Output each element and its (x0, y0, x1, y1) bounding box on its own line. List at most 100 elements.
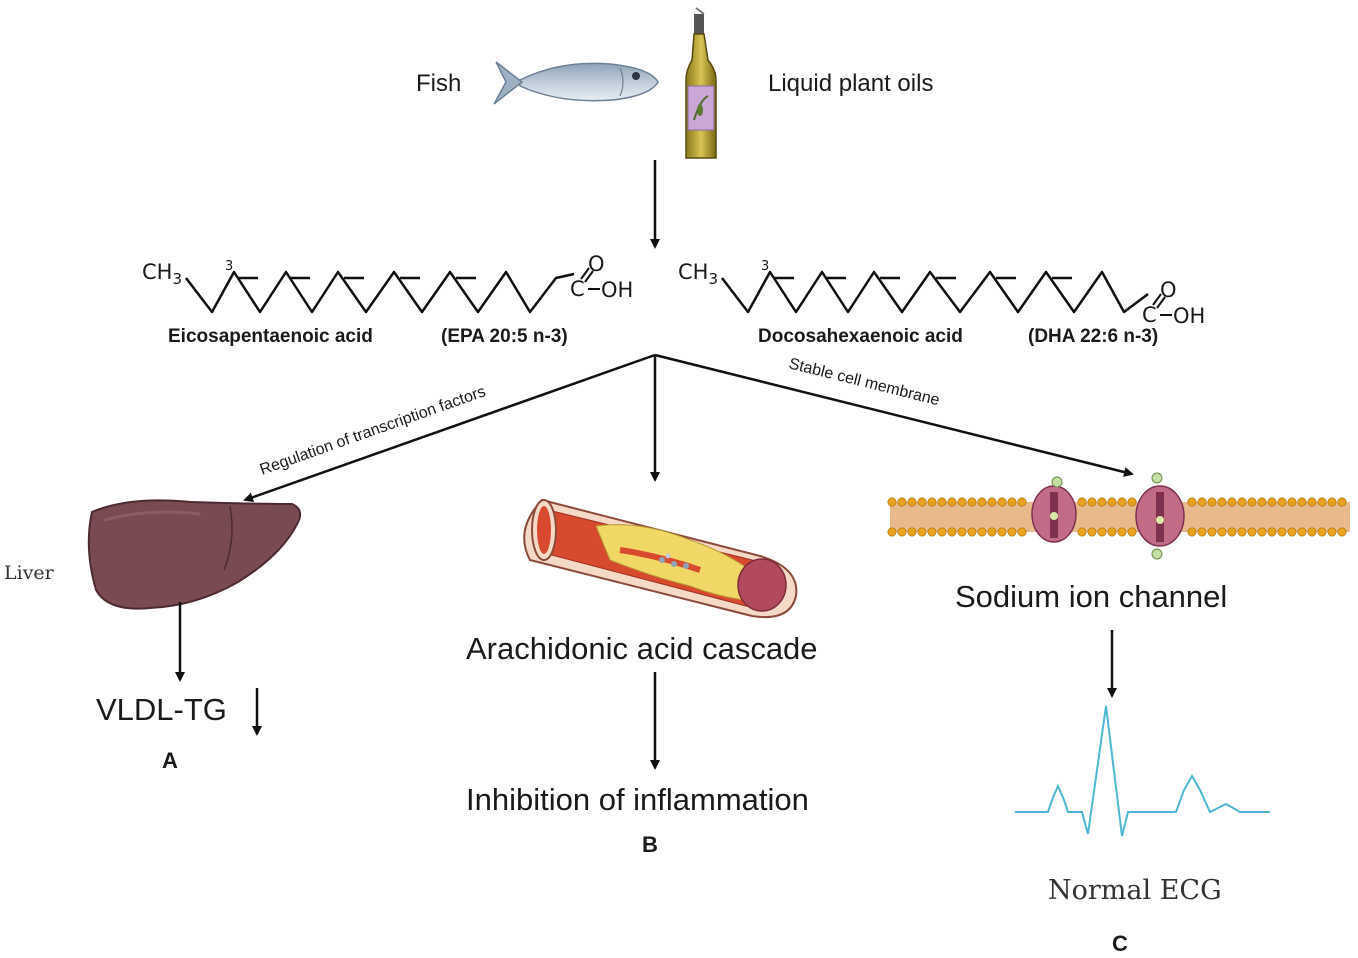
lipid-head (1197, 527, 1207, 537)
oil-bottle-icon (685, 7, 717, 159)
lipid-head (977, 497, 987, 507)
dha-name: Docosahexaenoic acid (758, 326, 963, 347)
lipid-head (917, 527, 927, 537)
lipid-head (1257, 497, 1267, 507)
dha-ch3: CH3 (678, 260, 718, 288)
epa-name: Eicosapentaenoic acid (168, 326, 373, 347)
epa-ch3: CH3 (142, 260, 182, 288)
dha-omega-position: 3 (761, 259, 769, 274)
lipid-head (947, 527, 957, 537)
lipid-head (897, 527, 907, 537)
epa-cooh-c: C (570, 277, 585, 301)
lipid-head (1327, 527, 1337, 537)
dha-abbr: (DHA 22:6 n-3) (1028, 326, 1158, 347)
lipid-head (1227, 497, 1237, 507)
lipid-head (987, 527, 997, 537)
lipid-head (947, 497, 957, 507)
panel-c-letter: C (1112, 931, 1128, 956)
lipid-head (977, 527, 987, 537)
liver-icon (87, 499, 302, 610)
lipid-head (927, 527, 937, 537)
dha-cooh-o: O (1160, 278, 1177, 302)
arrow-to-membrane (654, 353, 1134, 477)
lipid-head (1007, 497, 1017, 507)
lipid-head (1277, 527, 1287, 537)
lipid-head (1257, 527, 1267, 537)
lipid-head (1187, 497, 1197, 507)
lipid-head (1097, 497, 1107, 507)
lipid-head (927, 497, 937, 507)
lipid-head (1287, 497, 1297, 507)
lipid-head (1207, 527, 1217, 537)
lipid-head (1327, 497, 1337, 507)
lipid-head (1127, 527, 1137, 537)
lipid-head (1017, 497, 1027, 507)
lipid-head (897, 497, 907, 507)
lipid-head (1017, 527, 1027, 537)
lipid-head (1217, 527, 1227, 537)
lipid-head (1277, 497, 1287, 507)
lipid-head (887, 497, 897, 507)
lipid-head (1107, 527, 1117, 537)
cell-membrane-icon (887, 472, 1350, 560)
lipid-head (1217, 497, 1227, 507)
lipid-head (1127, 497, 1137, 507)
lipid-head (1227, 527, 1237, 537)
lipid-head (967, 527, 977, 537)
lipid-head (1187, 527, 1197, 537)
lipid-head (1077, 497, 1087, 507)
lipid-head (1317, 497, 1327, 507)
arachidonic-label: Arachidonic acid cascade (466, 631, 818, 666)
lipid-head (907, 497, 917, 507)
lipid-head (1267, 497, 1277, 507)
normal-ecg-label: Normal ECG (1048, 875, 1222, 906)
oils-label: Liquid plant oils (768, 70, 933, 97)
fish-icon (493, 61, 659, 105)
lipid-head (907, 527, 917, 537)
vldl-tg-label: VLDL-TG (96, 692, 227, 727)
lipid-head (957, 527, 967, 537)
lipid-head (1207, 497, 1217, 507)
epa-cooh-o: O (588, 252, 605, 276)
panel-a-letter: A (162, 748, 178, 773)
lipid-head (997, 527, 1007, 537)
lipid-head (1317, 527, 1327, 537)
lipid-head (1097, 527, 1107, 537)
lipid-head (967, 497, 977, 507)
lipid-head (1297, 497, 1307, 507)
sodium-channel-label: Sodium ion channel (955, 579, 1227, 614)
lipid-head (1077, 527, 1087, 537)
epa-structure: CH3 3 C O OH (142, 252, 633, 314)
lipid-head (937, 497, 947, 507)
sodium-channel-icon (1031, 485, 1185, 547)
arrow-to-liver (243, 353, 656, 503)
ecg-trace (1015, 705, 1270, 837)
pathway-right-label: Stable cell membrane (787, 355, 941, 409)
lipid-head (1117, 527, 1127, 537)
dha-cooh-oh: OH (1173, 304, 1205, 328)
lipid-head (1007, 527, 1017, 537)
epa-cooh-oh: OH (601, 278, 633, 302)
epa-omega-position: 3 (225, 259, 233, 274)
lipid-head (1087, 497, 1097, 507)
panel-b-letter: B (642, 832, 658, 857)
lipid-head (1247, 497, 1257, 507)
inflammation-label: Inhibition of inflammation (466, 782, 809, 817)
lipid-head (1287, 527, 1297, 537)
lipid-head (957, 497, 967, 507)
lipid-head (1267, 527, 1277, 537)
lipid-head (1237, 497, 1247, 507)
lipid-head (1237, 527, 1247, 537)
liver-label: Liver (4, 562, 55, 584)
fish-label: Fish (416, 70, 461, 97)
lipid-head (937, 527, 947, 537)
lipid-head (917, 497, 927, 507)
lipid-head (1307, 497, 1317, 507)
lipid-head (887, 527, 897, 537)
lipid-head (1247, 527, 1257, 537)
lipid-head (1297, 527, 1307, 537)
lipid-head (1087, 527, 1097, 537)
lipid-head (997, 497, 1007, 507)
lipid-head (1337, 497, 1347, 507)
